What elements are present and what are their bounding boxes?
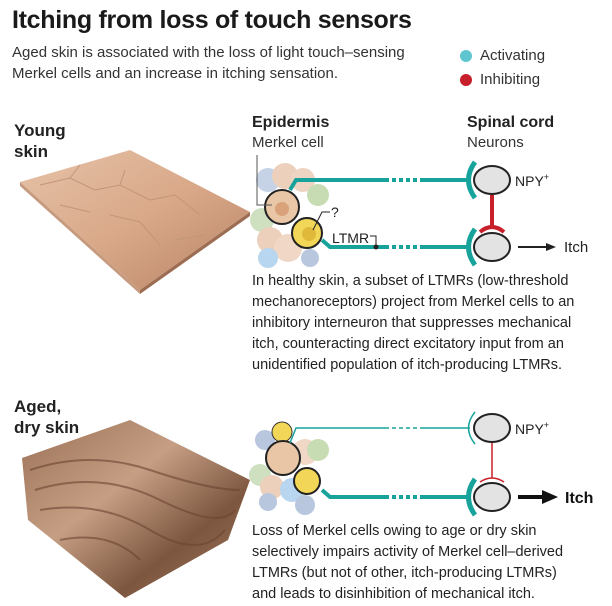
arrowhead-icon — [542, 490, 558, 504]
subtitle-line: Merkel cells and an increase in itching … — [12, 65, 339, 82]
arrowhead-icon — [546, 243, 556, 251]
aged-inhibitory-connection — [479, 443, 505, 483]
ltmr-dot — [373, 244, 379, 250]
npy-text: NPY — [515, 173, 544, 189]
legend-label: Activating — [480, 47, 546, 64]
caption-line: and leads to disinhibition of mechanical… — [252, 586, 535, 602]
npy-text: NPY — [515, 421, 544, 437]
ltmr-label: LTMR — [332, 230, 369, 246]
merkel-pointer — [256, 155, 272, 206]
figure-title: Itching from loss of touch sensors — [12, 6, 412, 34]
inhibiting-dot-icon — [460, 73, 472, 86]
young-inhibitory-connection — [478, 195, 506, 234]
young-skin-label: Young skin — [14, 120, 66, 162]
young-activating-pathways — [288, 160, 478, 267]
aged-npy-neuron — [473, 413, 511, 443]
aged-merkel-cell — [265, 440, 301, 476]
caption-line: unidentified population of itch-producin… — [252, 357, 563, 373]
epidermis-heading: Epidermis — [252, 114, 330, 131]
caption-line: Loss of Merkel cells owing to age or dry… — [252, 523, 537, 539]
itch-label: Itch — [564, 239, 588, 256]
young-skin-image — [20, 150, 250, 294]
question-pointer — [312, 211, 330, 231]
caption-line: inhibitory interneuron that suppresses m… — [252, 315, 572, 331]
npy-label: NPY+ — [515, 172, 549, 189]
subtitle-line: Aged skin is associated with the loss of… — [12, 44, 405, 61]
npy-sup: + — [544, 420, 549, 430]
caption-line: itch, counteracting direct excitatory in… — [252, 336, 564, 352]
aged-npy-label: NPY+ — [515, 420, 549, 437]
unknown-ltmr-question: ? — [331, 204, 339, 220]
npy-sup: + — [544, 172, 549, 182]
caption-line: mechanoreceptors) project from Merkel ce… — [252, 294, 575, 310]
activating-dot-icon — [460, 49, 472, 62]
ltmr-nucleus — [302, 227, 316, 241]
aged-activating-pathways — [289, 411, 478, 517]
legend-inhibiting: Inhibiting — [460, 71, 540, 88]
legend-activating: Activating — [460, 47, 545, 64]
label-line: Young — [14, 121, 66, 140]
caption-line: selectively impairs activity of Merkel c… — [252, 544, 564, 560]
label-line: skin — [14, 142, 49, 161]
caption-line: In healthy skin, a subset of LTMRs (low-… — [252, 273, 569, 289]
label-line: Aged, — [14, 397, 62, 416]
aged-cell-cluster — [249, 421, 329, 515]
label-line: dry skin — [14, 418, 80, 437]
neurons-label: Neurons — [467, 134, 524, 151]
aged-ltmr-cell — [293, 467, 321, 495]
merkel-cell-label: Merkel cell — [252, 134, 324, 151]
young-caption: In healthy skin, a subset of LTMRs (low-… — [252, 271, 602, 376]
aged-skin-image — [22, 420, 250, 598]
aged-itch-neuron — [473, 482, 511, 512]
aged-itch-label: Itch — [565, 490, 593, 507]
npy-neuron — [473, 165, 511, 195]
itch-neuron — [473, 232, 511, 262]
ltmr-pointer — [370, 235, 377, 247]
legend-label: Inhibiting — [480, 71, 541, 88]
spinal-cord-heading: Spinal cord — [467, 114, 555, 131]
aged-caption: Loss of Merkel cells owing to age or dry… — [252, 521, 602, 605]
aged-skin-label: Aged, dry skin — [14, 396, 79, 438]
merkel-nucleus — [275, 202, 289, 216]
caption-line: LTMRs (but not of other, itch-producing … — [252, 565, 557, 581]
subtitle: Aged skin is associated with the loss of… — [12, 42, 412, 84]
